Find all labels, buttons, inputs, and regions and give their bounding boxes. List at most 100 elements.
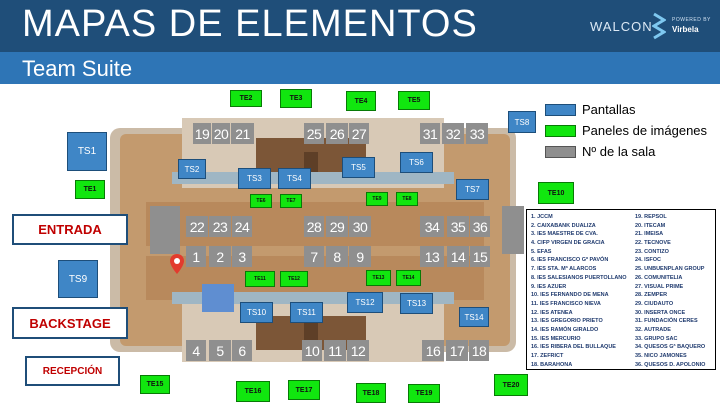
panel-te4[interactable]: TE4 [346, 91, 376, 111]
screen-ts4[interactable]: TS4 [278, 168, 311, 189]
screen-ts8[interactable]: TS8 [508, 111, 536, 133]
panel-te16[interactable]: TE16 [236, 381, 270, 402]
panel-te5[interactable]: TE5 [398, 91, 430, 110]
page-subtitle: Team Suite [22, 56, 133, 81]
room-1: 1 [186, 246, 206, 267]
room-3: 3 [232, 246, 252, 267]
location-pin-icon [170, 254, 184, 274]
room-5: 5 [209, 340, 231, 361]
panel-te8[interactable]: TE8 [396, 192, 418, 206]
panel-te7[interactable]: TE7 [280, 194, 302, 208]
powered-by-label: POWERED BY [672, 17, 711, 23]
catalog-item: 12. IES ATENEA [531, 309, 573, 316]
walcon-mark-icon [652, 12, 666, 40]
catalog-item: 33. GRUPO SAC [635, 335, 678, 342]
panel-te15[interactable]: TE15 [140, 375, 170, 394]
backstage-label: BACKSTAGE [12, 307, 128, 339]
screen-ts10[interactable]: TS10 [240, 302, 273, 323]
catalog-item: 14. IES RAMÓN GIRALDO [531, 326, 599, 333]
screen-ts9[interactable]: TS9 [58, 260, 98, 298]
screen-ts13[interactable]: TS13 [400, 293, 433, 314]
room-33: 33 [466, 123, 488, 144]
screen-ts2[interactable]: TS2 [178, 159, 206, 179]
screen-ts14[interactable]: TS14 [459, 307, 489, 327]
panel-te18[interactable]: TE18 [356, 383, 386, 403]
virbela-logo: Virbela [672, 25, 699, 34]
page-title: MAPAS DE ELEMENTOS [22, 3, 478, 45]
panel-te6[interactable]: TE6 [250, 194, 272, 208]
panel-te2[interactable]: TE2 [230, 90, 262, 107]
room-27: 27 [349, 123, 369, 144]
catalog-item: 9. IES AZUER [531, 283, 567, 290]
catalog-item: 24. ISFOC [635, 257, 661, 264]
room-26: 26 [326, 123, 348, 144]
room-14: 14 [447, 246, 469, 267]
header-bar [0, 0, 720, 52]
catalog-item: 8. IES SALESIANOS PUERTOLLANO [531, 274, 627, 281]
room-30: 30 [349, 216, 371, 237]
room-9: 9 [349, 246, 371, 267]
catalog-item: 25. UNBUENPLAN GROUP [635, 266, 705, 273]
room-11: 11 [324, 340, 346, 361]
panel-te10[interactable]: TE10 [538, 182, 574, 204]
catalog-item: 3. IES MAESTRE DE CVA. [531, 231, 598, 238]
catalog-item: 32. AUTRADE [635, 326, 671, 333]
panel-te1[interactable]: TE1 [75, 180, 105, 199]
catalog-item: 21. IMEISA [635, 231, 664, 238]
catalog-item: 13. IES GREGORIO PRIETO [531, 318, 603, 325]
screen-ts3[interactable]: TS3 [238, 168, 271, 189]
catalog-item: 31. FUNDACIÓN CERES [635, 318, 698, 325]
room-6: 6 [232, 340, 252, 361]
right-doorway [502, 206, 524, 254]
catalog-item: 19. REPSOL [635, 214, 667, 220]
catalog-item: 29. CIUDAUTO [635, 300, 674, 307]
panel-te11[interactable]: TE11 [245, 271, 275, 287]
panel-te19[interactable]: TE19 [408, 384, 440, 403]
panel-te20[interactable]: TE20 [494, 374, 528, 396]
catalog-column-1: 1. JCCM 2. CAIXABANK DUALIZA 3. IES MAES… [531, 213, 627, 369]
screen-ts11[interactable]: TS11 [290, 302, 323, 323]
room-7: 7 [304, 246, 324, 267]
screen-ts6[interactable]: TS6 [400, 152, 433, 173]
room-22: 22 [186, 216, 208, 237]
legend-room-swatch [545, 146, 576, 158]
catalog-item: 35. NICO JAMONES [635, 353, 687, 359]
room-19: 19 [193, 123, 211, 144]
legend-room-label: Nº de la sala [582, 144, 656, 159]
room-18: 18 [469, 340, 489, 361]
room-17: 17 [446, 340, 468, 361]
panel-te9[interactable]: TE9 [366, 192, 388, 206]
catalog-item: 2. CAIXABANK DUALIZA [531, 222, 596, 229]
catalog-item: 20. ITECAM [635, 222, 666, 229]
screen-ts7[interactable]: TS7 [456, 179, 489, 200]
catalog-item: 11. IES FRANCISCO NIEVA [531, 300, 601, 307]
panel-te12[interactable]: TE12 [280, 271, 308, 287]
catalog-item: 28. ZEMPER [635, 292, 668, 299]
room-20: 20 [212, 123, 230, 144]
catalog-column-2: 19. REPSOL 20. ITECAM 21. IMEISA 22. TEC… [635, 213, 705, 369]
catalog-item: 30. INSERTA ONCE [635, 309, 686, 316]
catalog-item: 1. JCCM [531, 214, 553, 220]
room-16: 16 [422, 340, 444, 361]
screen-ts12[interactable]: TS12 [347, 292, 383, 313]
room-2: 2 [209, 246, 231, 267]
subheader-bar [0, 52, 720, 84]
legend-screen-swatch [545, 104, 576, 116]
screen-ts1[interactable]: TS1 [67, 132, 107, 171]
panel-te14[interactable]: TE14 [396, 270, 421, 286]
panel-te13[interactable]: TE13 [366, 270, 391, 286]
panel-te17[interactable]: TE17 [288, 380, 320, 400]
room-34: 34 [420, 216, 444, 237]
legend-panel-label: Paneles de imágenes [582, 123, 708, 138]
catalog-item: 36. QUESOS D. APOLONIO [635, 361, 706, 368]
entrance-label: ENTRADA [12, 214, 128, 245]
screen-ts5[interactable]: TS5 [342, 157, 375, 178]
catalog-item: 34. QUESOS Gª BAQUERO [635, 344, 706, 351]
room-36: 36 [470, 216, 490, 237]
room-23: 23 [209, 216, 231, 237]
panel-te3[interactable]: TE3 [280, 89, 312, 108]
room-29: 29 [326, 216, 348, 237]
room-8: 8 [326, 246, 348, 267]
room-10: 10 [302, 340, 322, 361]
